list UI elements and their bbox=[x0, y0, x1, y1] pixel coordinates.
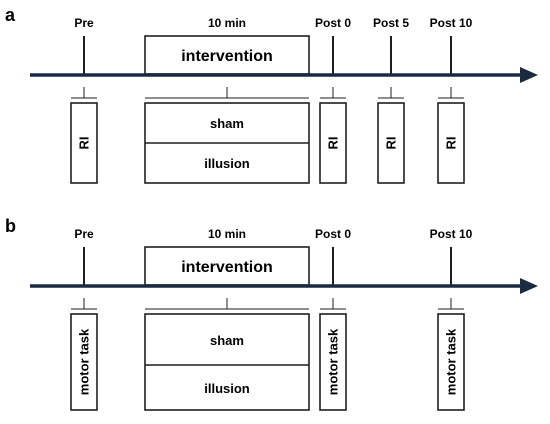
label-post0: Post 0 bbox=[315, 16, 351, 30]
panel-a-letter: a bbox=[5, 5, 16, 25]
bracket-post10 bbox=[438, 298, 464, 310]
measure-box-post0 bbox=[319, 102, 347, 184]
measure-label-post5: RI bbox=[384, 137, 399, 150]
label-post10: Post 10 bbox=[430, 227, 473, 241]
measure-label-pre: RI bbox=[77, 137, 92, 150]
condition-sham: sham bbox=[210, 333, 244, 348]
label-pre: Pre bbox=[74, 227, 94, 241]
timeline-arrowhead bbox=[520, 67, 538, 83]
measure-label-pre: motor task bbox=[77, 328, 92, 395]
bracket-intervention bbox=[145, 298, 309, 310]
panel-a: a Pre 10 min Post 0 Post 5 Post 10 inter… bbox=[5, 5, 538, 184]
measure-box-post5 bbox=[377, 102, 405, 184]
measure-box-post10 bbox=[437, 102, 465, 184]
timeline-arrowhead bbox=[520, 278, 538, 294]
bracket-post0 bbox=[320, 87, 346, 99]
label-post10: Post 10 bbox=[430, 16, 473, 30]
label-post0: Post 0 bbox=[315, 227, 351, 241]
bracket-post0 bbox=[320, 298, 346, 310]
bracket-intervention bbox=[145, 87, 309, 99]
label-pre: Pre bbox=[74, 16, 94, 30]
bracket-pre bbox=[71, 298, 97, 310]
label-duration: 10 min bbox=[208, 227, 246, 241]
bracket-pre bbox=[71, 87, 97, 99]
intervention-label: intervention bbox=[181, 259, 273, 276]
label-duration: 10 min bbox=[208, 16, 246, 30]
label-post5: Post 5 bbox=[373, 16, 409, 30]
measure-box-post10 bbox=[437, 313, 465, 411]
condition-illusion: illusion bbox=[204, 156, 250, 171]
measure-label-post0: motor task bbox=[326, 328, 341, 395]
measure-box-post0 bbox=[319, 313, 347, 411]
panel-b-letter: b bbox=[5, 216, 16, 236]
measure-label-post10: RI bbox=[444, 137, 459, 150]
intervention-label: intervention bbox=[181, 48, 273, 65]
measure-box-pre bbox=[70, 313, 98, 411]
intervention-box bbox=[144, 246, 310, 286]
intervention-box bbox=[144, 35, 310, 75]
condition-box bbox=[144, 313, 310, 411]
bracket-post10 bbox=[438, 87, 464, 99]
measure-label-post10: motor task bbox=[444, 328, 459, 395]
condition-illusion: illusion bbox=[204, 381, 250, 396]
measure-box-pre bbox=[70, 102, 98, 184]
condition-sham: sham bbox=[210, 116, 244, 131]
panel-b: b Pre 10 min Post 0 Post 10 intervention bbox=[5, 216, 538, 411]
bracket-post5 bbox=[378, 87, 404, 99]
measure-label-post0: RI bbox=[326, 137, 341, 150]
